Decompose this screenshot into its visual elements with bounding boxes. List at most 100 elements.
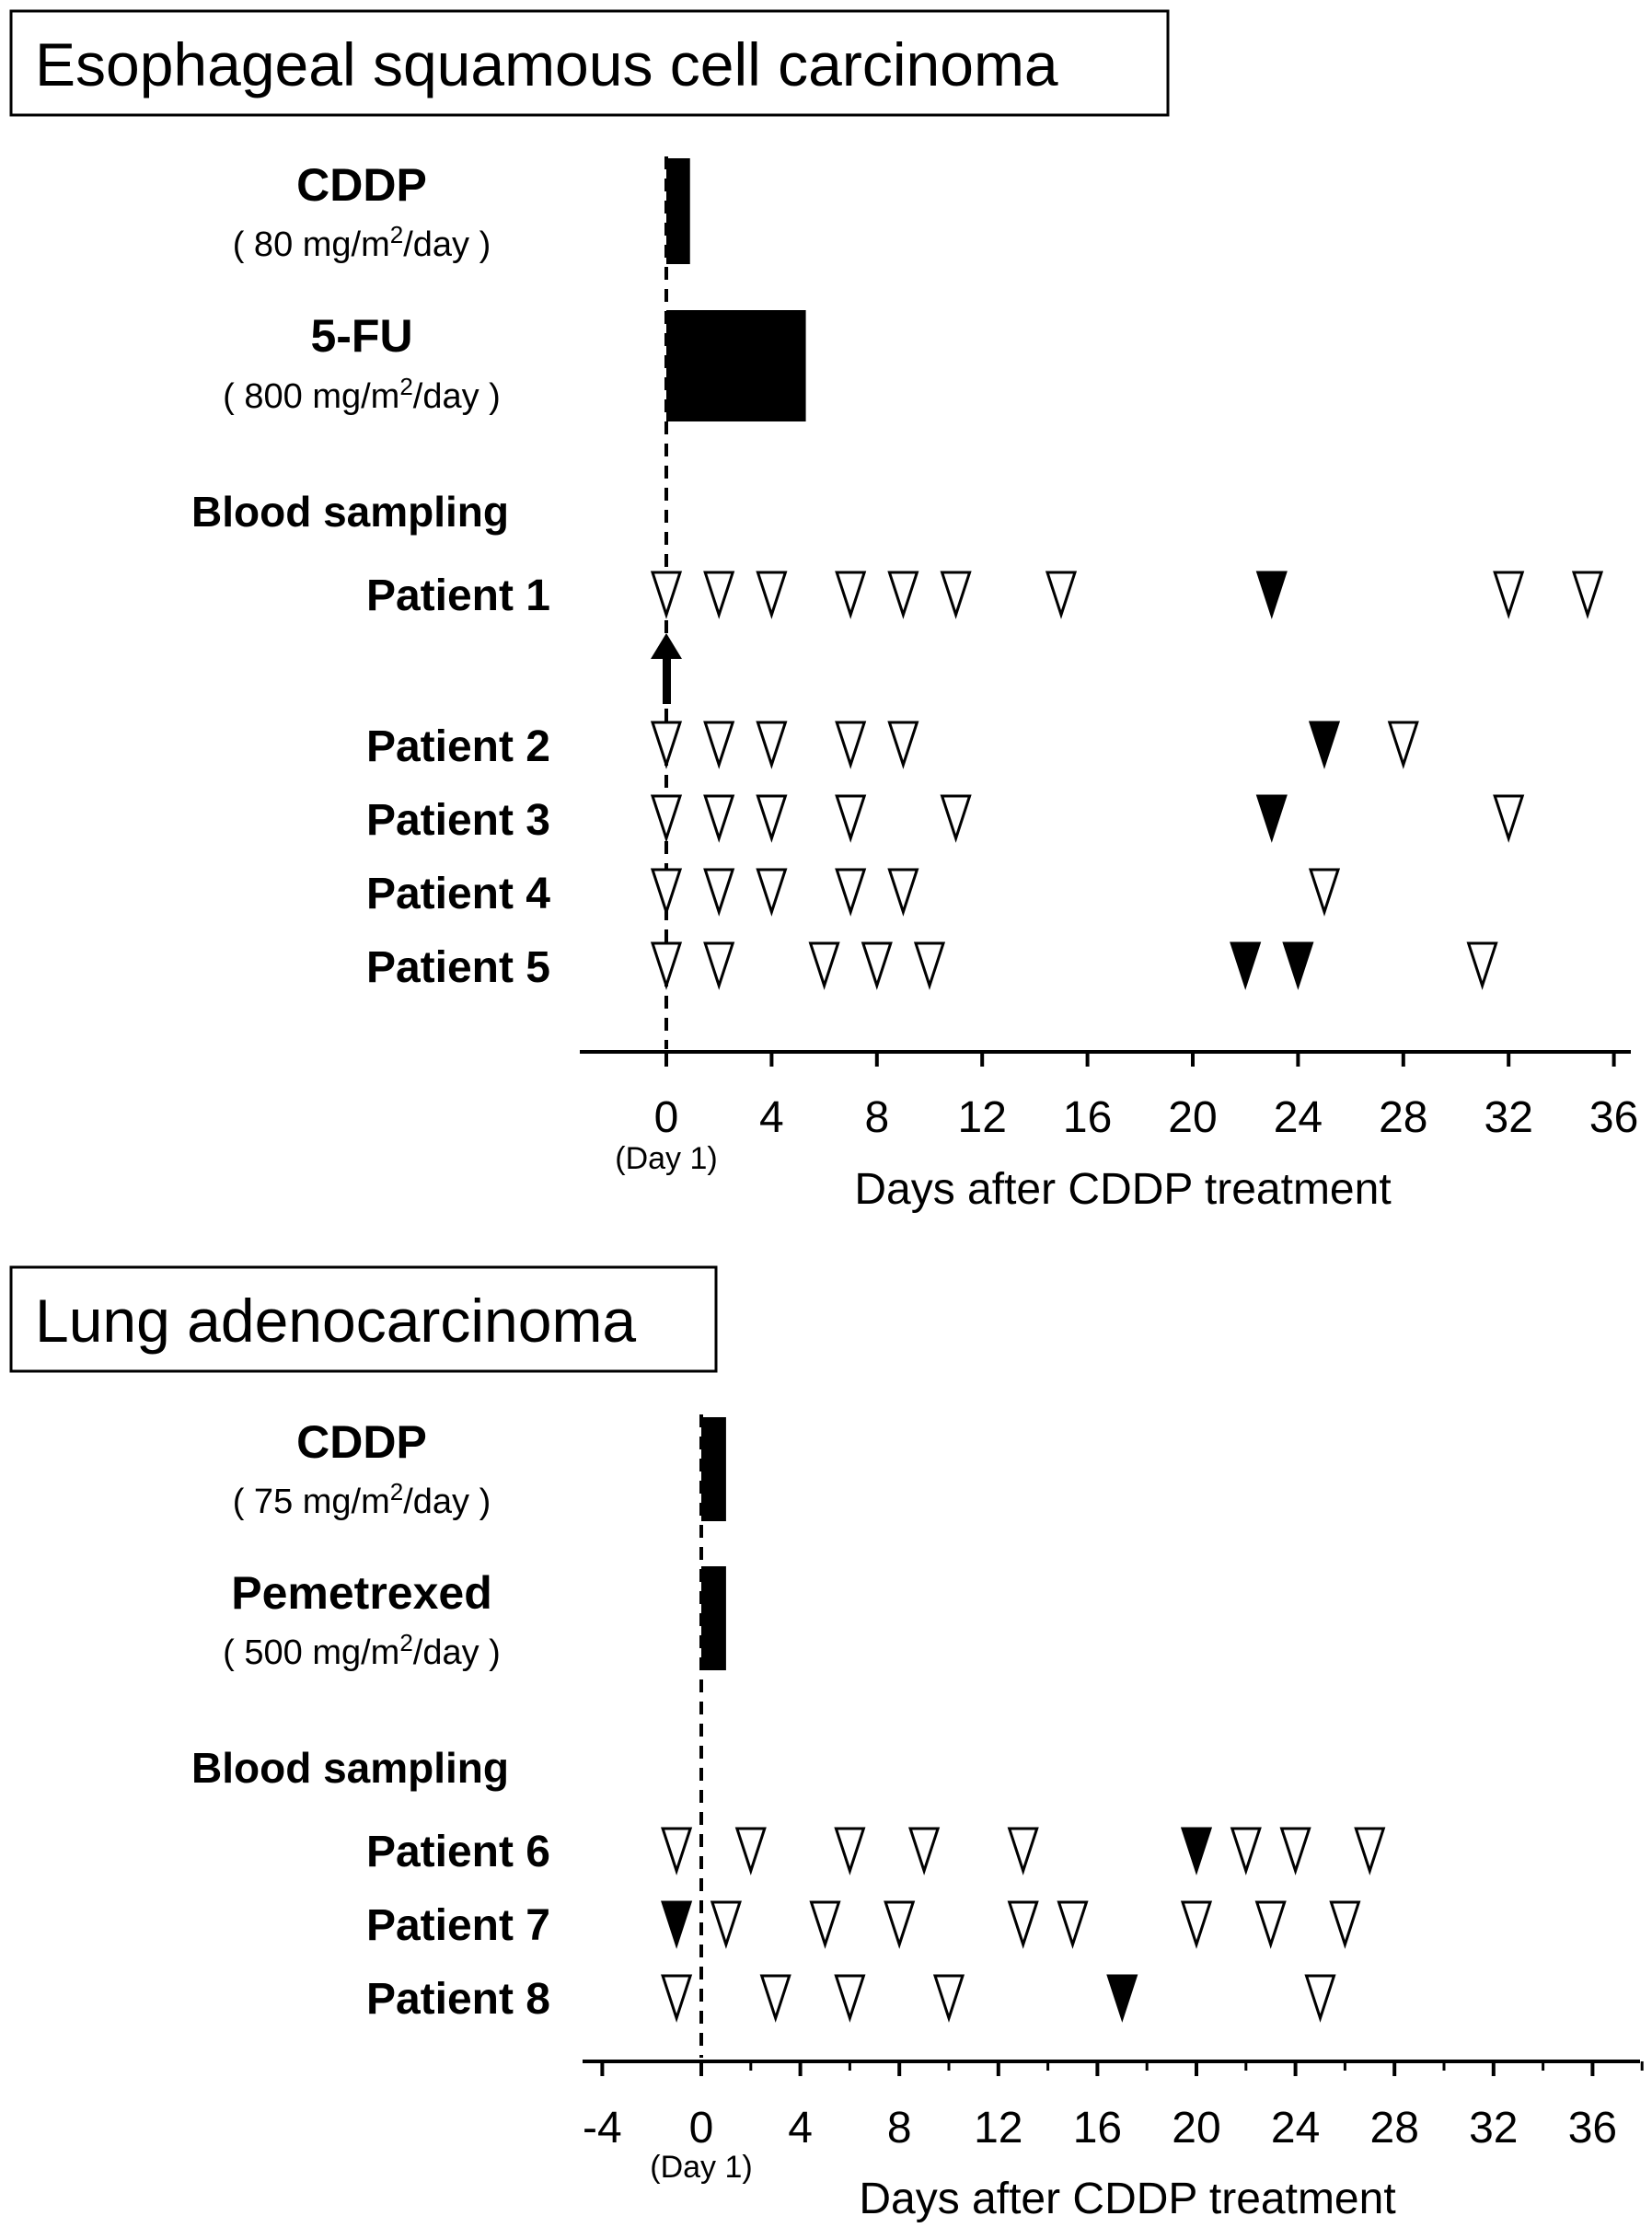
sampling-marker-open (1466, 941, 1498, 990)
panel-esophageal: Esophageal squamous cell carcinoma CDDP … (9, 9, 1638, 1214)
arrow-head (651, 633, 682, 659)
treatment-bar-cddp (701, 1417, 726, 1521)
sampling-marker-open (940, 571, 972, 619)
patient-label-1: Patient 1 (366, 571, 550, 620)
sampling-marker-open (940, 794, 972, 843)
sampling-marker-filled (1180, 1827, 1213, 1875)
sampling-marker-open (809, 1900, 841, 1949)
x-tick-label: 28 (1370, 2104, 1419, 2152)
x-tick-label: 4 (759, 1093, 784, 1142)
sampling-marker-filled (1255, 571, 1288, 619)
sampling-marker-open (703, 941, 735, 990)
sampling-marker-open (835, 868, 867, 917)
treatment-bar-pemetrexed (701, 1566, 726, 1670)
sampling-marker-filled (1282, 941, 1314, 990)
sampling-marker-open (1007, 1827, 1039, 1875)
patient-label-7: Patient 7 (366, 1901, 550, 1950)
patient-label-5: Patient 5 (366, 943, 550, 992)
patient-label-6: Patient 6 (366, 1828, 550, 1876)
blood-sampling-label: Blood sampling (191, 488, 509, 536)
sampling-marker-open (1329, 1900, 1361, 1949)
x-tick-label: 28 (1379, 1093, 1427, 1142)
sampling-marker-open (650, 868, 683, 917)
x-tick-label: 16 (1063, 1093, 1112, 1142)
sampling-marker-open (1180, 1900, 1213, 1949)
sampling-marker-open (650, 794, 683, 843)
sampling-marker-open (913, 941, 946, 990)
x-tick-label: 8 (864, 1093, 889, 1142)
x-tick-label: 0 (689, 2104, 714, 2152)
sampling-marker-open (834, 1974, 866, 2023)
panel-title-box (9, 9, 1170, 117)
patient-label-4: Patient 4 (366, 870, 550, 918)
sampling-marker-open (1493, 794, 1525, 843)
sampling-marker-open (756, 721, 788, 769)
panel-title: Lung adenocarcinoma (35, 1287, 636, 1355)
sampling-marker-open (1057, 1900, 1089, 1949)
sampling-marker-open (1304, 1974, 1336, 2023)
panel-esophageal-marks (650, 156, 1604, 1049)
sampling-marker-open (661, 1827, 693, 1875)
sampling-marker-open (703, 794, 735, 843)
panel-title: Esophageal squamous cell carcinoma (35, 30, 1058, 98)
x-tick-label: -4 (583, 2104, 622, 2152)
panel-lung-marks (661, 1414, 1386, 2058)
sampling-marker-open (1230, 1827, 1262, 1875)
sampling-marker-open (861, 941, 893, 990)
sampling-marker-open (703, 571, 735, 619)
sampling-marker-open (835, 571, 867, 619)
sampling-marker-open (887, 868, 919, 917)
sampling-marker-open (756, 868, 788, 917)
panel-title-box (9, 1265, 718, 1373)
sampling-marker-filled (1255, 794, 1288, 843)
blood-sampling-label: Blood sampling (191, 1744, 509, 1792)
sampling-marker-open (1308, 868, 1341, 917)
sampling-marker-open (808, 941, 840, 990)
sampling-marker-open (650, 571, 683, 619)
x-tick-label: 8 (887, 2104, 912, 2152)
x-tick-label: 12 (958, 1093, 1007, 1142)
sampling-marker-open (759, 1974, 791, 2023)
x-tick-label: 24 (1274, 1093, 1323, 1142)
sampling-marker-open (1279, 1827, 1311, 1875)
sampling-marker-open (835, 794, 867, 843)
sampling-marker-open (1045, 571, 1078, 619)
x-tick-label: 36 (1589, 1093, 1638, 1142)
x-tick-label: 24 (1271, 2104, 1320, 2152)
sampling-marker-open (1571, 571, 1604, 619)
patient-label-8: Patient 8 (366, 1975, 550, 2024)
sampling-marker-open (650, 941, 683, 990)
drug-dose-5fu: ( 800 mg/m2/day ) (223, 373, 501, 416)
arrow-shaft (663, 655, 671, 704)
drug-label-cddp: CDDP (296, 159, 427, 211)
sampling-marker-filled (1308, 721, 1341, 769)
drug-label-cddp: CDDP (296, 1416, 427, 1468)
sampling-marker-open (834, 1827, 866, 1875)
x-tick-label: 12 (974, 2104, 1022, 2152)
sampling-marker-open (1493, 571, 1525, 619)
drug-dose-cddp: ( 75 mg/m2/day ) (233, 1478, 491, 1521)
sampling-marker-open (734, 1827, 767, 1875)
x-tick-label: 32 (1469, 2104, 1518, 2152)
patient-label-2: Patient 2 (366, 722, 550, 771)
drug-dose-pemetrexed: ( 500 mg/m2/day ) (223, 1629, 501, 1672)
sampling-marker-open (835, 721, 867, 769)
sampling-marker-open (887, 571, 919, 619)
sampling-marker-open (1007, 1900, 1039, 1949)
patient-label-3: Patient 3 (366, 796, 550, 845)
sampling-marker-open (650, 721, 683, 769)
x-tick-label: 4 (788, 2104, 813, 2152)
sampling-marker-open (1387, 721, 1419, 769)
panel-lung: Lung adenocarcinoma CDDP ( 75 mg/m2/day … (9, 1265, 1644, 2223)
treatment-bar-5fu (666, 310, 806, 421)
sampling-marker-open (908, 1827, 941, 1875)
drug-label-5fu: 5-FU (310, 310, 412, 362)
sampling-marker-open (932, 1974, 965, 2023)
sampling-marker-open (884, 1900, 916, 1949)
x-tick-label: 20 (1172, 2104, 1220, 2152)
sampling-marker-open (710, 1900, 742, 1949)
x-tick-label: 20 (1168, 1093, 1217, 1142)
treatment-bar-cddp (666, 158, 690, 264)
